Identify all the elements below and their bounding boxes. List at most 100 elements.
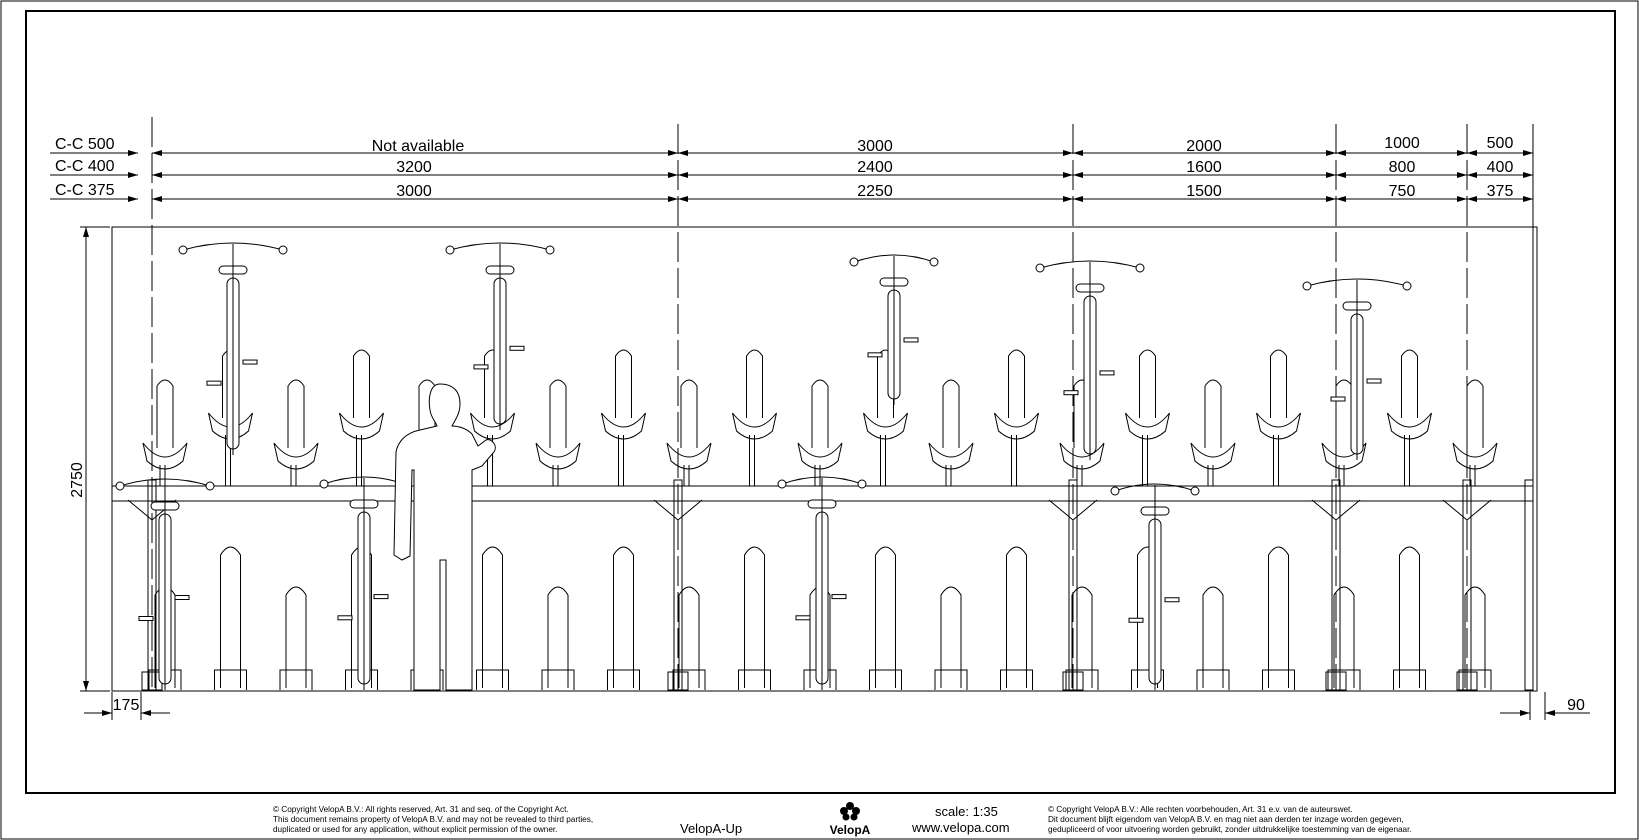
- post-foot: [1062, 671, 1084, 691]
- person-silhouette: [393, 383, 496, 691]
- copyright-en-line: duplicated or used for any application, …: [273, 825, 558, 834]
- dim-value: 2000: [1186, 138, 1222, 155]
- copyright-en-line: This document remains property of VelopA…: [273, 815, 594, 824]
- row-label-cc375: C-C 375: [55, 182, 115, 199]
- upper-rack-slot: [666, 379, 712, 486]
- grip: [929, 257, 939, 267]
- lower-rack-slot: [738, 546, 771, 690]
- lower-rack-slot: [1000, 546, 1033, 690]
- lower-rack-slot: [279, 586, 313, 690]
- dim-value: Not available: [372, 138, 465, 155]
- upper-rack-slot: [339, 349, 384, 486]
- height-label: 2750: [69, 462, 86, 498]
- pedal: [1063, 390, 1079, 396]
- pedal: [831, 594, 847, 600]
- grip: [115, 481, 125, 491]
- handlebar: [1114, 483, 1196, 492]
- copyright-en: © Copyright VelopA B.V.: All rights rese…: [273, 805, 643, 835]
- upper-rack-slot: [535, 379, 581, 486]
- grip: [205, 481, 215, 491]
- pedal: [473, 364, 489, 370]
- lower-rack-slot: [1065, 586, 1099, 690]
- dim-value: 1000: [1384, 135, 1420, 152]
- bicycle: [115, 478, 215, 690]
- dim-value: 1500: [1186, 183, 1222, 200]
- grip: [1135, 263, 1145, 273]
- post-brace: [653, 499, 703, 521]
- bicycle: [445, 242, 555, 430]
- pedal: [903, 337, 919, 343]
- rack-outline: [111, 226, 1538, 692]
- logo-text: VelopA: [829, 823, 871, 837]
- grip: [319, 479, 329, 489]
- handlebar: [781, 476, 863, 485]
- post-foot: [1456, 671, 1478, 691]
- dim-value: 750: [1389, 183, 1416, 200]
- copyright-en-line: © Copyright VelopA B.V.: All rights rese…: [273, 805, 569, 814]
- right-offset-label: 90: [1567, 697, 1585, 714]
- section-dividers: [151, 117, 1534, 690]
- dim-value: 3000: [857, 138, 893, 155]
- left-offset-dimension: [84, 692, 170, 720]
- upper-rack-slot: [601, 349, 646, 486]
- upper-bike-racks: [142, 349, 1498, 486]
- support-post: [1524, 479, 1534, 691]
- upper-rack-slot: [1190, 379, 1236, 486]
- height-dimension: [80, 226, 110, 692]
- lower-rack-slot: [214, 546, 247, 690]
- lower-rack-slot: [1196, 586, 1230, 690]
- pedal: [337, 615, 353, 621]
- grip: [1302, 281, 1312, 291]
- upper-rack-slot: [797, 379, 843, 486]
- handlebar: [853, 254, 935, 263]
- bicycles: [115, 242, 1412, 690]
- lower-rack-slot: [1262, 546, 1295, 690]
- grip: [1190, 486, 1200, 496]
- lower-rack-slot: [934, 586, 968, 690]
- lower-rack-slot: [869, 546, 902, 690]
- pedal: [242, 359, 258, 365]
- bicycle: [178, 242, 288, 455]
- bicycle: [1302, 278, 1412, 460]
- bicycle: [777, 476, 867, 690]
- grip: [278, 245, 288, 255]
- lower-rack-slot: [1327, 586, 1361, 690]
- pedal: [1099, 370, 1115, 376]
- lower-rack-slot: [541, 586, 575, 690]
- upper-rack-slot: [1059, 379, 1105, 486]
- pedal: [509, 345, 525, 351]
- pedal: [174, 595, 190, 600]
- bicycle: [849, 254, 939, 405]
- upper-rack-slot: [1125, 349, 1170, 486]
- upper-rack-slot: [732, 349, 777, 486]
- dim-value: 375: [1487, 183, 1514, 200]
- post-foot: [1325, 671, 1347, 691]
- pedal: [206, 380, 222, 386]
- lower-rack-slot: [672, 586, 706, 690]
- grip: [445, 245, 455, 255]
- grip: [849, 257, 859, 267]
- grip: [1035, 263, 1045, 273]
- dim-value: 800: [1389, 159, 1416, 176]
- bicycle: [1110, 483, 1200, 690]
- dim-value: 3200: [396, 159, 432, 176]
- grip: [545, 245, 555, 255]
- dim-value: 500: [1487, 135, 1514, 152]
- product-name: VelopA-Up: [680, 821, 743, 836]
- handlebar: [449, 242, 551, 251]
- bicycle: [1035, 260, 1145, 460]
- handlebar: [182, 242, 284, 251]
- lower-bike-racks: [148, 546, 1492, 690]
- copyright-nl-line: © Copyright VelopA B.V.: Alle rechten vo…: [1048, 805, 1353, 814]
- handlebar: [1306, 278, 1408, 287]
- copyright-nl: © Copyright VelopA B.V.: Alle rechten vo…: [1048, 805, 1488, 835]
- upper-rack-slot: [1452, 379, 1498, 486]
- lower-rack-slot: [1393, 546, 1426, 690]
- lower-rack-slot: [607, 546, 640, 690]
- upper-rack-slot: [1387, 349, 1432, 486]
- handlebar: [1039, 260, 1141, 269]
- bicycle: [319, 476, 409, 690]
- dim-value: 2400: [857, 159, 893, 176]
- pedal: [1128, 617, 1144, 623]
- grip: [857, 479, 867, 489]
